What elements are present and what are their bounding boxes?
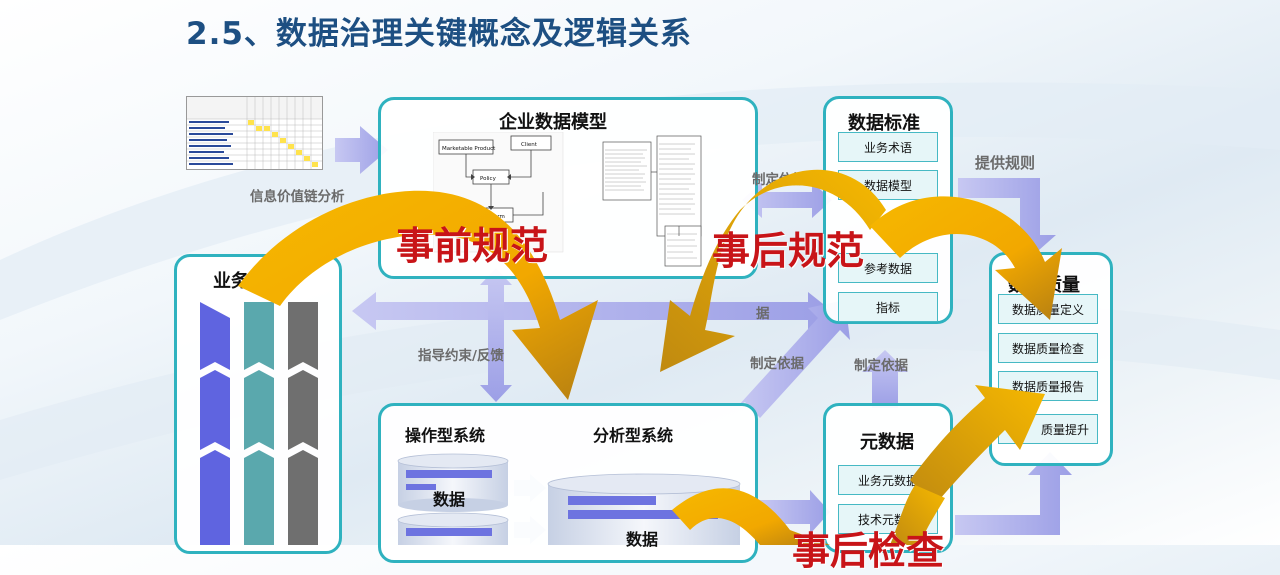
standard-business-terms: 业务术语 (838, 132, 938, 162)
standard-data-model: 数据模型 (838, 170, 938, 200)
post-check-arrow (672, 488, 830, 545)
post-norm-label: 事后规范 (712, 229, 865, 273)
standard-reference-data: 参考数据 (838, 253, 938, 283)
operational-db-2 (397, 512, 509, 545)
basis-label-bottom: 制定依据 (854, 358, 908, 374)
golden-arrows (238, 169, 1062, 545)
operational-db-label: 数据 (433, 490, 466, 509)
data-standard-title: 数据标准 (848, 113, 920, 134)
guide-feedback-label: 指导约束/反馈 (418, 348, 504, 364)
enterprise-model-title: 企业数据模型 (499, 112, 607, 133)
operational-system-title: 操作型系统 (405, 426, 486, 445)
value-chain-matrix (186, 96, 323, 170)
provide-rules-label: 提供规则 (975, 154, 1036, 172)
standard-to-quality-arrow (870, 196, 1062, 320)
post-check-label: 事后检查 (792, 529, 945, 573)
post-norm-arrow (660, 169, 886, 372)
page-title: 2.5、数据治理关键概念及逻辑关系 (186, 16, 692, 52)
er-box-product: Marketable Product (442, 146, 496, 152)
pre-norm-label: 事前规范 (396, 224, 549, 268)
pre-norm-arrow (238, 190, 598, 400)
er-box-client: Client (521, 142, 538, 148)
er-diagram: Marketable Product Client Policy Policy … (433, 132, 702, 267)
data-partial-label: 据 (756, 306, 770, 322)
metadata-to-quality-arrow (910, 385, 1045, 505)
value-chain-label: 信息价值链分析 (250, 189, 345, 205)
enterprise-model-panel: 企业数据模型 Marketable Product Client Policy … (378, 97, 758, 279)
quality-check: 数据质量检查 (998, 333, 1098, 363)
metadata-title: 元数据 (860, 432, 914, 453)
analytical-db-label: 数据 (626, 530, 659, 549)
standard-metrics: 指标 (838, 292, 938, 322)
quality-improvement-label: 质量提升 (1040, 422, 1089, 437)
analytical-system-title: 分析型系统 (593, 426, 674, 445)
business-chevrons (200, 302, 318, 545)
er-box-policy: Policy (480, 176, 497, 182)
basis-label-mid: 制定依据 (750, 356, 804, 372)
operational-db-1 (397, 453, 509, 512)
